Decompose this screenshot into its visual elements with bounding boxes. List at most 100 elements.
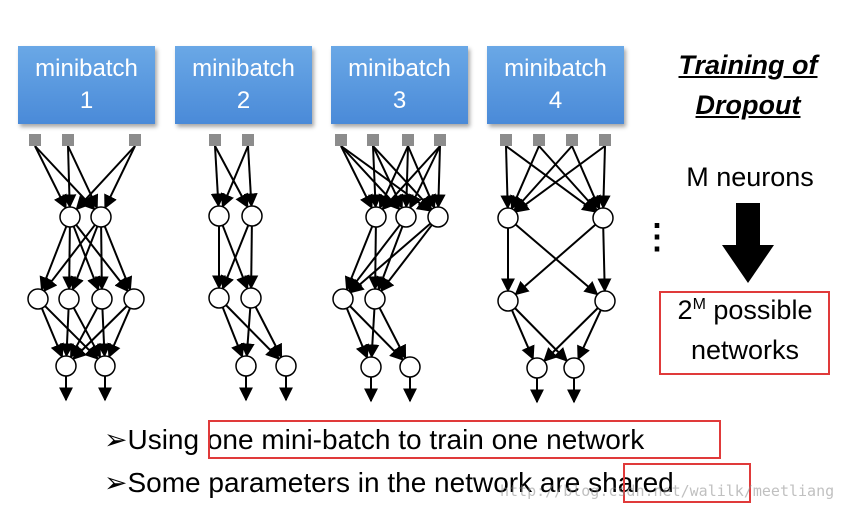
connection-edge (505, 145, 597, 213)
connection-edge (372, 145, 433, 211)
connection-edge (225, 304, 280, 360)
possible-exponent: M (692, 296, 706, 313)
connection-edge (67, 145, 99, 210)
minibatch-box-4: minibatch 4 (487, 46, 624, 124)
connection-edge (368, 145, 383, 209)
connection-edge (514, 223, 597, 296)
connection-edge (70, 225, 99, 291)
connection-edge (514, 307, 568, 362)
neuron-node (427, 206, 449, 228)
minibatch-label: minibatch (192, 55, 295, 82)
input-node (209, 134, 221, 146)
connection-edge (94, 226, 109, 291)
neuron-node (208, 287, 230, 309)
connection-edge (75, 145, 136, 211)
watermark: http://blog.csdn.net/walilk/meetliang (500, 482, 835, 500)
connection-edge (431, 145, 446, 209)
neuron-node (55, 355, 77, 377)
connection-edge (72, 307, 102, 359)
connection-edge (34, 145, 67, 210)
connection-edge (220, 145, 249, 208)
input-node (434, 134, 446, 146)
connection-edge (345, 307, 369, 360)
neuron-node (365, 206, 387, 228)
neuron-node (59, 206, 81, 228)
neuron-node (94, 355, 116, 377)
connection-edge (513, 145, 573, 212)
minibatch-number: 2 (236, 87, 251, 114)
minibatch-box-2: minibatch 2 (175, 46, 312, 124)
possible-networks-text: 2M possible networks (662, 290, 828, 374)
neuron-node (399, 356, 421, 378)
neuron-node (497, 207, 519, 229)
connection-edge (349, 222, 432, 294)
input-node (367, 134, 379, 146)
input-node (335, 134, 347, 146)
connection-edge (409, 145, 441, 210)
down-arrow-icon (722, 203, 774, 283)
input-node (566, 134, 578, 146)
connection-edge (381, 145, 441, 211)
neuron-node (240, 287, 262, 309)
minibatch-label: minibatch (348, 55, 451, 82)
neuron-node (208, 205, 230, 227)
neuron-node (332, 288, 354, 310)
connection-edge (514, 145, 606, 213)
connection-edge (538, 145, 598, 212)
neuron-node (275, 355, 297, 377)
bullet-2: ➢Some parameters in the network are shar… (104, 466, 674, 499)
input-node (402, 134, 414, 146)
connection-edge (372, 145, 404, 210)
connection-edge (220, 224, 250, 291)
connection-edge (103, 225, 133, 292)
minibatch-number: 3 (392, 87, 407, 114)
connection-edge (60, 308, 75, 358)
neuron-node (497, 290, 519, 312)
possible-word: possible (705, 295, 813, 325)
minibatch-label: minibatch (504, 55, 607, 82)
connection-edge (399, 145, 414, 209)
connection-edge (243, 145, 258, 208)
neuron-node (364, 288, 386, 310)
input-node (129, 134, 141, 146)
connection-edge (596, 145, 611, 210)
input-node (62, 134, 74, 146)
title-line-1: Training of (678, 50, 818, 80)
connection-edge (96, 308, 111, 358)
highlight-box-2 (623, 463, 751, 503)
networks-word: networks (690, 335, 800, 365)
input-node (29, 134, 41, 146)
minibatch-number: 4 (548, 87, 563, 114)
input-node (599, 134, 611, 146)
neuron-node (91, 288, 113, 310)
neuron-node (58, 288, 80, 310)
connection-edge (72, 305, 128, 360)
bullet-1-text: Using (127, 424, 207, 455)
connection-edge (380, 224, 433, 293)
neuron-node (27, 288, 49, 310)
neuron-node (360, 356, 382, 378)
connection-edge (254, 306, 283, 359)
input-node (500, 134, 512, 146)
connection-edge (344, 225, 374, 292)
neuron-node (594, 290, 616, 312)
minibatch-box-3: minibatch 3 (331, 46, 468, 124)
ellipsis-dots: ⋮ (640, 218, 674, 256)
connection-edge (221, 306, 245, 359)
highlight-box-1 (208, 420, 721, 459)
possible-base: 2 (677, 295, 693, 325)
connection-edge (577, 309, 602, 361)
connection-edge (597, 227, 612, 293)
connection-edge (39, 225, 68, 291)
minibatch-label: minibatch (35, 55, 138, 82)
bullet-arrow-icon: ➢ (104, 467, 128, 498)
connection-edge (43, 224, 96, 293)
connection-edge (340, 145, 432, 212)
connection-edge (378, 307, 407, 360)
connection-edge (340, 145, 373, 210)
connection-edge (240, 307, 255, 358)
connection-edge (500, 145, 515, 210)
connection-edge (214, 145, 249, 209)
connection-edge (365, 308, 380, 359)
